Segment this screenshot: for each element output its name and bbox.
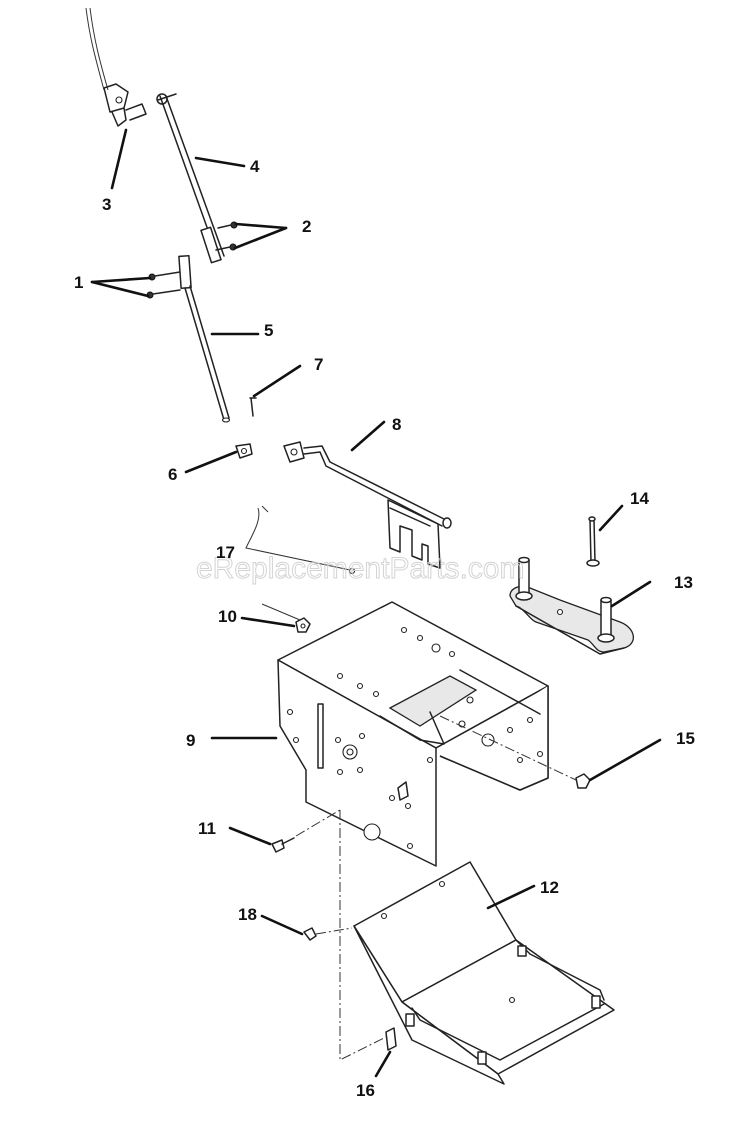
pin-part-14 [586, 516, 600, 567]
callout-15: 15 [676, 729, 695, 748]
callout-10: 10 [218, 607, 237, 626]
plate-part-13 [509, 556, 634, 655]
callout-11: 11 [198, 819, 216, 838]
clip-part-16 [385, 1027, 397, 1051]
callout-9: 9 [186, 731, 195, 750]
bolt-part-15 [439, 715, 591, 789]
tray-part-12 [353, 861, 615, 1085]
callout-7: 7 [314, 355, 323, 374]
callout-4: 4 [250, 157, 260, 176]
cable-part-3 [85, 7, 147, 127]
screw-part-11 [271, 809, 341, 853]
callout-5: 5 [264, 321, 273, 340]
callout-18: 18 [238, 905, 257, 924]
callout-2: 2 [302, 217, 311, 236]
callout-14: 14 [630, 489, 649, 508]
watermark-text: eReplacementParts.com [196, 552, 524, 585]
bracket-rod-part-8 [283, 441, 452, 569]
upper-rod-part-4 [156, 93, 225, 264]
lower-rod-part-5 [178, 254, 231, 423]
nut-part-10 [261, 603, 311, 633]
housing-part-9 [277, 601, 549, 867]
clip-part-6 [235, 443, 253, 459]
callout-16: 16 [356, 1081, 375, 1100]
callout-17: 17 [216, 543, 235, 562]
spring-part-17 [245, 505, 356, 575]
screws-part-1 [146, 271, 181, 299]
callout-13: 13 [674, 573, 693, 592]
screw-part-18 [303, 927, 353, 941]
callout-8: 8 [392, 415, 401, 434]
callout-1: 1 [74, 273, 83, 292]
callout-3: 3 [102, 195, 111, 214]
callout-labels: 1 2 3 4 5 6 7 8 9 10 11 12 13 14 15 16 1… [74, 157, 695, 1100]
callout-12: 12 [540, 878, 559, 897]
leader-lines [90, 128, 662, 1078]
callout-6: 6 [168, 465, 177, 484]
pin-part-7 [249, 397, 257, 417]
screws-part-2 [215, 221, 238, 251]
